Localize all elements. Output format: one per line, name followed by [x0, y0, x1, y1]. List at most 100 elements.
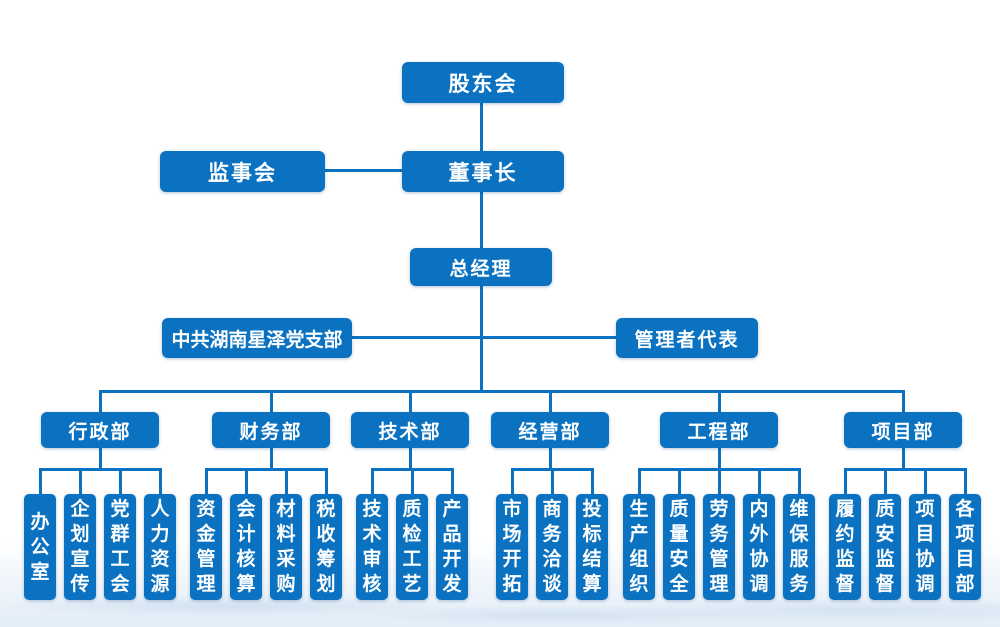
org-child-label: 质量安全 [669, 498, 689, 595]
connector-line [99, 390, 904, 393]
org-child-label: 劳务管理 [709, 498, 729, 595]
org-node-shareholders: 股东会 [402, 62, 564, 103]
connector-line [638, 468, 641, 494]
connector-line [371, 468, 374, 494]
connector-line [409, 390, 412, 414]
connector-line [718, 448, 721, 470]
org-child-node: 质检工艺 [396, 494, 428, 600]
connector-line [844, 468, 966, 471]
org-child-node: 质安监督 [869, 494, 901, 600]
org-child-label: 内外协调 [749, 498, 769, 595]
org-child-node: 维保服务 [783, 494, 815, 600]
org-child-label: 项目协调 [915, 498, 935, 595]
org-child-label: 税收筹划 [316, 498, 336, 595]
org-node-dept-engineering: 工程部 [660, 412, 778, 448]
connector-line [798, 468, 801, 494]
org-child-node: 投标结算 [576, 494, 608, 600]
connector-line [758, 468, 761, 494]
org-child-label: 资金管理 [196, 498, 216, 595]
org-child-node: 技术审核 [356, 494, 388, 600]
connector-line [964, 468, 967, 494]
connector-line [39, 468, 42, 494]
org-child-label: 各项目部 [955, 498, 975, 595]
org-child-node: 生产组织 [623, 494, 655, 600]
connector-line [924, 468, 927, 494]
connector-line [99, 390, 102, 414]
connector-line [325, 468, 328, 494]
connector-line [205, 468, 327, 471]
connector-line [718, 390, 721, 414]
org-node-dept-project: 项目部 [844, 412, 962, 448]
org-child-node: 质量安全 [663, 494, 695, 600]
org-child-label: 企划宣传 [70, 498, 90, 595]
org-child-node: 产品开发 [436, 494, 468, 600]
connector-line [352, 336, 617, 339]
connector-line [480, 192, 483, 250]
org-node-dept-technology: 技术部 [351, 412, 469, 448]
connector-line [79, 468, 82, 494]
connector-line [205, 468, 208, 494]
org-child-node: 市场开拓 [496, 494, 528, 600]
connector-line [451, 468, 454, 494]
org-child-node: 劳务管理 [703, 494, 735, 600]
org-child-label: 生产组织 [629, 498, 649, 595]
connector-line [270, 448, 273, 470]
connector-line [549, 448, 552, 470]
org-child-label: 市场开拓 [502, 498, 522, 595]
connector-line [270, 390, 273, 414]
org-child-label: 材料采购 [276, 498, 296, 595]
org-child-node: 材料采购 [270, 494, 302, 600]
org-child-node: 人力资源 [144, 494, 176, 600]
org-child-node: 项目协调 [909, 494, 941, 600]
org-node-chairman: 董事长 [402, 151, 564, 192]
connector-line [99, 448, 102, 470]
org-child-node: 税收筹划 [310, 494, 342, 600]
connector-line [119, 468, 122, 494]
org-child-label: 商务洽谈 [542, 498, 562, 595]
org-node-party-branch: 中共湖南星泽党支部 [162, 318, 352, 358]
org-child-node: 企划宣传 [64, 494, 96, 600]
org-child-label: 投标结算 [582, 498, 602, 595]
connector-line [902, 390, 905, 414]
org-node-dept-operations: 经营部 [491, 412, 609, 448]
connector-line [159, 468, 162, 494]
connector-line [678, 468, 681, 494]
org-node-general-manager: 总经理 [410, 248, 552, 286]
org-child-label: 履约监督 [835, 498, 855, 595]
org-child-label: 质检工艺 [402, 498, 422, 595]
org-node-dept-admin: 行政部 [41, 412, 159, 448]
org-child-node: 各项目部 [949, 494, 981, 600]
org-child-label: 技术审核 [362, 498, 382, 595]
org-child-node: 商务洽谈 [536, 494, 568, 600]
org-child-label: 人力资源 [150, 498, 170, 595]
connector-line [480, 286, 483, 392]
org-node-supervisory-board: 监事会 [160, 151, 325, 192]
connector-line [480, 103, 483, 153]
connector-line [549, 390, 552, 414]
connector-line [902, 448, 905, 470]
connector-line [285, 468, 288, 494]
connector-line [884, 468, 887, 494]
org-child-label: 办公室 [30, 510, 50, 583]
org-child-node: 办公室 [24, 494, 56, 600]
connector-line [591, 468, 594, 494]
connector-line [409, 448, 412, 470]
org-child-label: 产品开发 [442, 498, 462, 595]
org-node-dept-finance: 财务部 [212, 412, 330, 448]
connector-line [39, 468, 161, 471]
connector-line [245, 468, 248, 494]
org-child-node: 会计核算 [230, 494, 262, 600]
org-child-node: 党群工会 [104, 494, 136, 600]
org-child-label: 维保服务 [789, 498, 809, 595]
org-child-node: 资金管理 [190, 494, 222, 600]
org-child-label: 质安监督 [875, 498, 895, 595]
connector-line [325, 169, 402, 172]
connector-line [718, 468, 721, 494]
org-child-node: 内外协调 [743, 494, 775, 600]
connector-line [844, 468, 847, 494]
org-child-label: 党群工会 [110, 498, 130, 595]
connector-line [551, 468, 554, 494]
org-child-label: 会计核算 [236, 498, 256, 595]
connector-line [511, 468, 514, 494]
